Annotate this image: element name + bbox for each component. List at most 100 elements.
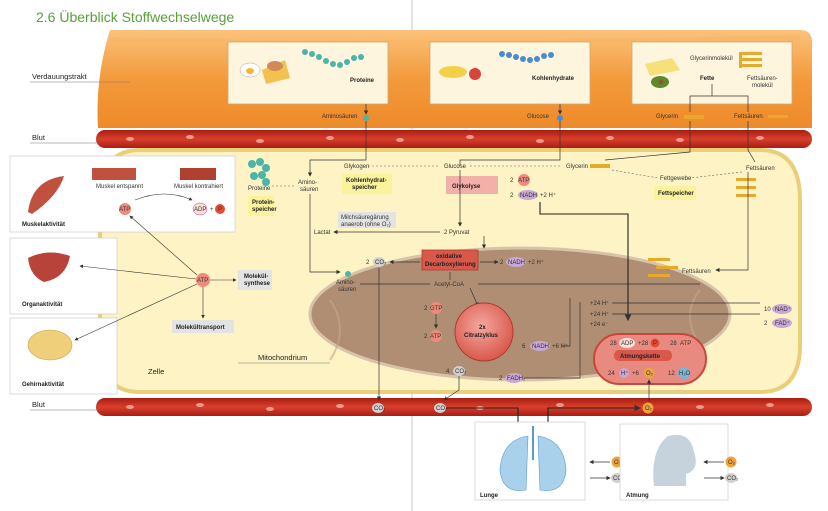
svg-text:CO₂: CO₂ [374,406,386,412]
label-mito-amino-1: Amino- [336,280,355,286]
svg-text:+: + [210,207,214,213]
svg-text:NADH: NADH [508,260,525,266]
label-mitochondrium: Mitochondrium [258,353,307,362]
svg-text:ADP: ADP [194,207,206,213]
muscle-contracted-icon [180,168,216,180]
svg-text:Protein-: Protein- [252,200,275,206]
label-cell-amino-2: säuren [300,187,318,193]
co2-badge-atmung [725,473,737,483]
svg-text:FADH₂: FADH₂ [507,376,526,382]
svg-text:GTP: GTP [430,306,442,312]
svg-text:O₂: O₂ [645,406,653,412]
svg-text:NADH: NADH [520,193,537,199]
svg-text:+6: +6 [632,371,640,377]
label-cell-glucose: Glucose [444,164,467,170]
box-molekuelsynthese [238,270,272,290]
nadh-badge-glykolyse [518,190,538,200]
adp-badge-etc [619,338,635,348]
nad-badge [772,304,792,314]
label-glycerinmolekuel: Glycerinmolekül [690,56,733,62]
label-gehirnaktivitaet: Gehirnaktivität [22,382,64,388]
svg-text:Milchsäuregärung: Milchsäuregärung [341,215,389,221]
label-h24-b: +24 H⁺ [590,300,609,307]
svg-text:O₂: O₂ [646,371,654,377]
svg-text:2x: 2x [479,325,486,331]
svg-text:NADH: NADH [532,344,549,350]
label-verdauungstrakt: Verdauungstrakt [32,72,88,81]
label-cell-proteine: Proteine [248,186,271,192]
svg-text:+6 H⁺: +6 H⁺ [552,343,568,350]
label-cell-glycerin: Glycerin [566,164,588,170]
svg-text:Molekültransport: Molekültransport [176,325,225,331]
apple-icon [469,68,481,80]
nadh-badge-cycle [530,341,550,351]
svg-text:oxidative: oxidative [436,254,463,260]
svg-text:ADP: ADP [621,341,633,347]
label-blut-top: Blut [32,133,46,142]
blood-vessel-bottom [96,398,812,416]
gtp-badge [430,302,442,314]
muscle-icon [28,176,64,214]
svg-text:+28: +28 [638,341,649,347]
svg-text:12: 12 [668,371,675,377]
label-zelle: Zelle [148,367,164,376]
svg-text:ATP: ATP [680,341,691,347]
svg-text:NAD⁺: NAD⁺ [775,306,791,313]
label-glykogen: Glykogen [344,164,369,170]
label-fettgewebe: Fettgewebe [660,176,692,182]
pasta-icon [439,66,467,78]
svg-text:P: P [218,207,222,213]
label-gut-aminosaeuren: Aminosäuren [322,114,357,120]
svg-text:2: 2 [366,260,370,266]
svg-text:2: 2 [510,193,514,199]
svg-text:ATP: ATP [518,178,529,184]
lung-right-icon [537,435,567,491]
butter-icon [645,58,680,76]
co2-badge-blood-a [372,403,384,413]
adp-badge-muscle [192,202,208,216]
svg-text:CO₂: CO₂ [375,260,387,266]
svg-text:2: 2 [499,376,503,382]
svg-text:24: 24 [608,371,615,377]
svg-text:ATP: ATP [430,334,441,340]
label-e24: +24 e⁻ [590,322,608,328]
atp-badge-glykolyse [518,174,530,186]
atp-badge-cycle [430,330,442,342]
box-oxidative-decarboxylierung [421,249,479,271]
svg-text:CO₂: CO₂ [613,476,625,482]
box-kohlenhydratspeicher [342,174,392,194]
lung-left-icon [499,435,529,491]
svg-text:H₂O: H₂O [679,371,691,377]
head-icon [653,434,696,486]
box-proteinspeicher [248,196,274,216]
label-lactat: Lactat [314,230,331,236]
label-kohlenhydrate: Kohlenhydrate [532,76,575,82]
svg-text:synthese: synthese [244,281,271,287]
box-organaktivitaet [9,237,118,315]
svg-text:ATP: ATP [197,278,208,284]
svg-text:2: 2 [424,306,428,312]
phosphate-badge-etc [650,338,660,348]
atmungskette-label-box [614,350,672,361]
svg-text:2: 2 [500,260,504,266]
fadh-badge [505,373,523,383]
svg-text:Molekül-: Molekül- [244,274,268,280]
o2-badge-atmung [725,456,737,468]
label-lunge: Lunge [480,493,499,499]
co2-badge-cycle [453,366,465,376]
svg-text:speicher: speicher [352,185,377,191]
box-lunge [474,421,586,501]
co2-badge-blood-b [434,403,446,413]
svg-text:6: 6 [522,344,526,350]
svg-text:Kohlenhydrat-: Kohlenhydrat- [346,178,387,184]
box-molekueltransport [172,320,234,333]
label-acetyl-coa: Acetyl-CoA [434,282,464,288]
svg-text:2: 2 [424,334,428,340]
label-proteine: Proteine [350,78,375,84]
label-fettsaeuremolekuel-1: Fettsäuren- [747,76,778,82]
muscle-relaxed-icon [92,168,136,180]
label-blut-bottom: Blut [32,400,46,409]
svg-text:+2 H⁺: +2 H⁺ [528,259,544,266]
svg-text:anaerob (ohne O₂): anaerob (ohne O₂) [341,222,391,228]
